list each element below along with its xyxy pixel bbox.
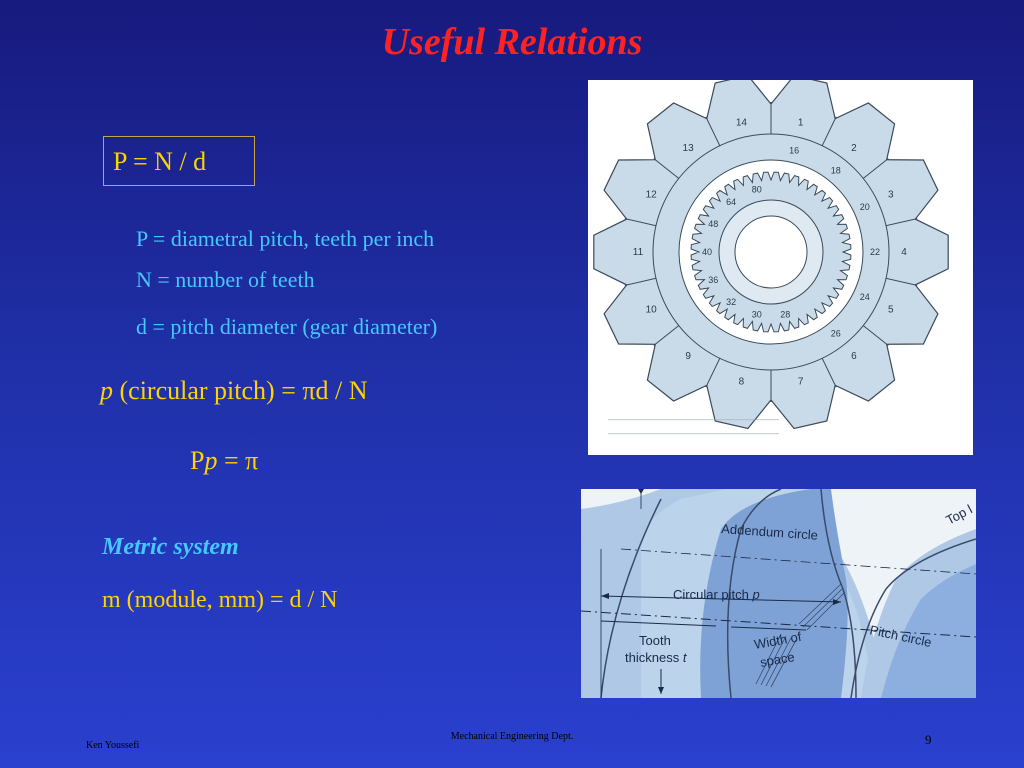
pitch-product-symbol: p [204, 446, 218, 475]
inner-gear-number-label: 80 [752, 185, 762, 195]
outer-tooth-number-label: 9 [685, 351, 691, 362]
inner-gear-number-label: 24 [860, 292, 870, 302]
footer-author: Ken Youssefi [86, 740, 140, 751]
metric-system-heading: Metric system [102, 534, 239, 560]
slide-title: Useful Relations [381, 21, 643, 63]
diametral-pitch-formula-box: P = N / d [103, 136, 255, 186]
footer-department: Mechanical Engineering Dept. [450, 731, 574, 742]
outer-tooth-number-label: 2 [851, 143, 857, 154]
inner-gear-number-label: 22 [870, 247, 880, 257]
outer-tooth-number-label: 13 [683, 143, 695, 154]
outer-tooth-number-label: 3 [888, 189, 894, 200]
circular-pitch-label: Circular pitch p [673, 587, 760, 602]
inner-gear-number-label: 18 [831, 166, 841, 176]
pitch-product-formula: Pp = π [190, 446, 258, 476]
outer-tooth-number-label: 7 [798, 377, 804, 388]
gear-illustration: 1234567891011121314161820222426283032364… [588, 80, 973, 455]
pitch-product-rest: = π [223, 446, 259, 475]
tooth-nomenclature-figure: Addendum circle Circular pitch p Pitch c… [581, 489, 976, 698]
page-number: 9 [925, 732, 932, 747]
definition-diametral-pitch: P = diametral pitch, teeth per inch [136, 226, 435, 251]
tooth-thickness-label-line2: thickness t [625, 650, 688, 665]
tooth-illustration: Addendum circle Circular pitch p Pitch c… [581, 489, 976, 698]
outer-tooth-number-label: 4 [901, 247, 907, 258]
inner-gear-number-label: 48 [708, 219, 718, 229]
inner-gear-number-label: 28 [780, 309, 790, 319]
outer-tooth-number-label: 12 [646, 189, 658, 200]
outer-tooth-number-label: 1 [798, 117, 804, 128]
outer-tooth-number-label: 11 [633, 247, 644, 258]
circular-pitch-text: (circular pitch) = πd / N [119, 376, 368, 405]
right-tooth-face [881, 564, 976, 698]
inner-gear-number-label: 26 [831, 328, 841, 338]
circular-pitch-formula: p (circular pitch) = πd / N [100, 376, 367, 406]
width-of-space-label-line2: space [759, 649, 796, 670]
circular-pitch-symbol: p [100, 376, 113, 405]
outer-tooth-number-label: 10 [646, 305, 658, 316]
inner-gear-number-label: 32 [726, 297, 736, 307]
outer-tooth-number-label: 8 [739, 377, 745, 388]
inner-gear-number-label: 40 [702, 247, 712, 257]
module-formula: m (module, mm) = d / N [102, 587, 338, 613]
definition-pitch-diameter: d = pitch diameter (gear diameter) [136, 314, 438, 339]
inner-gear-number-label: 36 [708, 275, 718, 285]
gear-division-lines [624, 102, 918, 402]
definition-number-of-teeth: N = number of teeth [136, 267, 315, 292]
center-bore [734, 215, 808, 289]
svg-text:―――――――――――――――――――: ――――――――――――――――――― [608, 414, 779, 424]
tooth-thickness-label-line1: Tooth [639, 633, 671, 648]
svg-text:―――――――――――――――――――: ――――――――――――――――――― [608, 428, 779, 438]
inner-gear-number-label: 64 [726, 197, 736, 207]
pitch-product-lead: P [190, 446, 205, 475]
outer-tooth-number-label: 5 [888, 305, 894, 316]
inner-gear-number-label: 30 [752, 309, 762, 319]
outer-tooth-number-label: 14 [736, 117, 748, 128]
addendum-circle-label: Addendum circle [721, 521, 819, 543]
inner-gear-number-label: 16 [789, 146, 799, 156]
inner-gear-number-label: 20 [860, 202, 870, 212]
outer-tooth-number-label: 6 [851, 351, 857, 362]
